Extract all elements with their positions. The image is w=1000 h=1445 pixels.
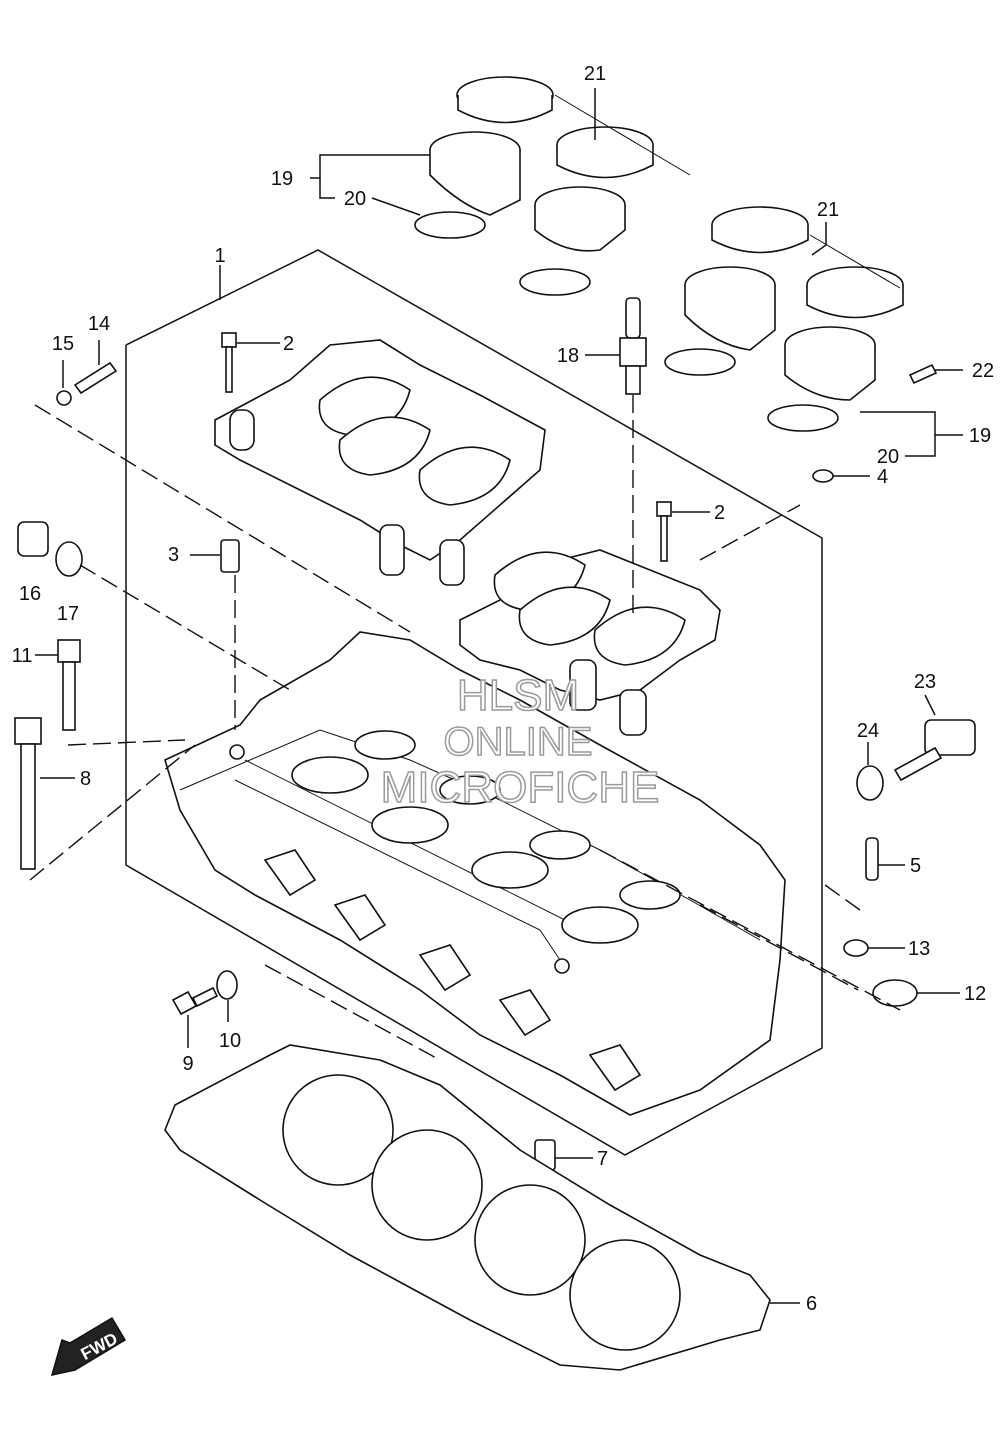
callout-label: 6 <box>806 1293 817 1315</box>
dashed-guides <box>29 404 901 1061</box>
callout-label: 19 <box>969 425 991 447</box>
callout-label: 24 <box>857 720 879 742</box>
callout-label: 12 <box>964 983 986 1005</box>
cylinder-head[interactable] <box>164 631 786 1116</box>
callout-label: 8 <box>80 768 91 790</box>
callout-label: 20 <box>344 188 366 210</box>
callout-label: 15 <box>52 333 74 355</box>
callout-label: 11 <box>12 645 33 667</box>
callout-label: 18 <box>557 345 579 367</box>
callout-label: 7 <box>597 1148 608 1170</box>
callout-labels: 1 2 2 3 4 5 6 7 8 9 10 11 12 13 14 15 16… <box>12 63 995 1315</box>
callout-label: 1 <box>214 245 225 267</box>
watermark-line1: HLSM <box>457 671 579 720</box>
watermark-line3: MICROFICHE <box>381 763 660 812</box>
callout-label: 10 <box>219 1030 241 1052</box>
assembly-bounding-box <box>125 249 823 1156</box>
fwd-direction-badge: FWD <box>50 1316 127 1376</box>
o-rings[interactable] <box>414 211 839 432</box>
cam-journals <box>291 730 681 944</box>
callout-label: 17 <box>57 603 79 625</box>
callout-label: 13 <box>908 938 930 960</box>
callout-label: 2 <box>283 333 294 355</box>
callout-label: 23 <box>914 671 936 693</box>
callout-leaders <box>35 88 963 1304</box>
callout-label: 20 <box>877 446 899 468</box>
callout-label: 21 <box>584 63 606 85</box>
callout-label: 5 <box>910 855 921 877</box>
watermark: HLSM ONLINE MICROFICHE <box>380 670 660 813</box>
watermark-line2: ONLINE <box>444 720 593 764</box>
head-gasket[interactable] <box>164 1044 771 1371</box>
callout-label: 22 <box>972 360 994 382</box>
callout-label: 14 <box>88 313 110 335</box>
exhaust-ports <box>263 849 642 1092</box>
intake-pipes[interactable] <box>429 76 904 401</box>
small-parts[interactable] <box>14 332 976 1171</box>
callout-label: 3 <box>168 544 179 566</box>
camshaft-holder-right[interactable] <box>459 549 721 736</box>
callout-label: 9 <box>182 1053 193 1075</box>
spark-plug[interactable] <box>619 297 647 395</box>
callout-label: 16 <box>19 583 41 605</box>
callout-label: 2 <box>714 502 725 524</box>
callout-label: 19 <box>271 168 293 190</box>
callout-label: 21 <box>817 199 839 221</box>
camshaft-holder-left[interactable] <box>214 339 546 586</box>
callout-label: 4 <box>877 466 888 488</box>
